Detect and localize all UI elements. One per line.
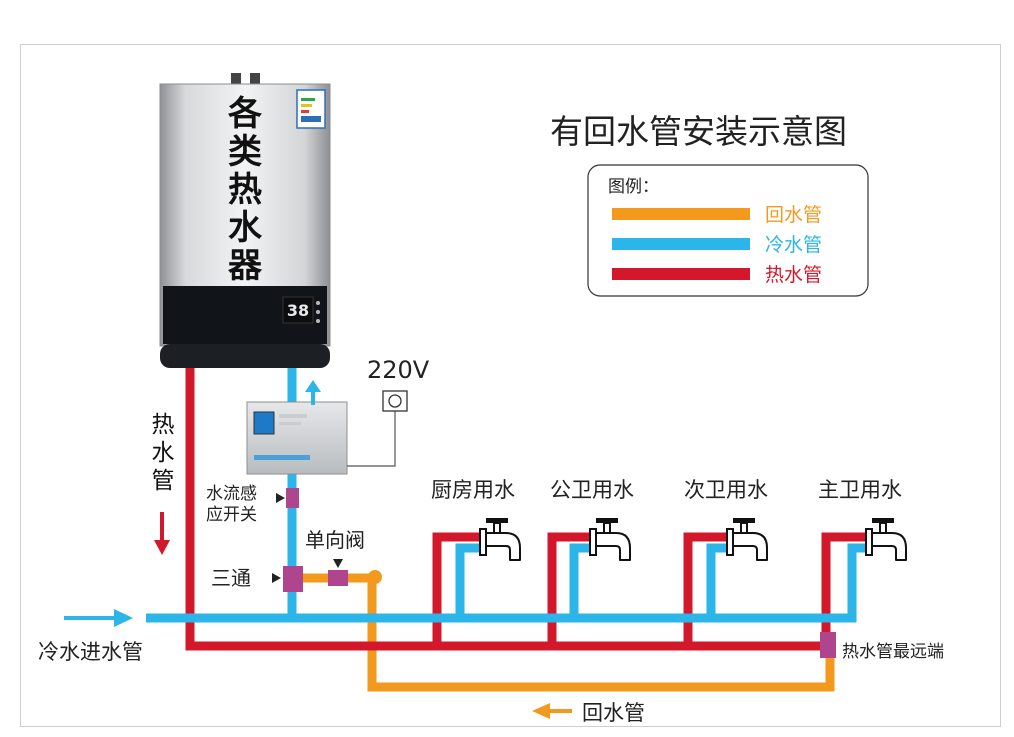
legend-swatch bbox=[612, 268, 750, 280]
flow-switch bbox=[286, 488, 299, 508]
faucet-icon bbox=[479, 518, 521, 561]
cold-branch-public-bath bbox=[569, 543, 592, 618]
tap-label: 厨房用水 bbox=[431, 478, 515, 502]
circulation-pump: 220V bbox=[246, 356, 430, 475]
hot-branch-master-bath bbox=[821, 532, 868, 646]
legend-box bbox=[587, 164, 869, 297]
check-valve-label: 单向阀 bbox=[305, 528, 365, 552]
far-end-fitting bbox=[820, 632, 836, 658]
cold-pipe-main bbox=[146, 543, 868, 623]
flow-switch-label-line: 应开关 bbox=[206, 505, 257, 525]
heater-label-char: 水 bbox=[228, 208, 263, 248]
tee-label: 三通 bbox=[211, 566, 251, 590]
legend-item-label: 冷水管 bbox=[765, 234, 822, 256]
cold-branch-kitchen bbox=[455, 543, 482, 618]
hot-branch-second-bath bbox=[683, 532, 728, 646]
power-socket bbox=[382, 390, 408, 412]
hot-pipe bbox=[185, 366, 868, 651]
faucet-icon bbox=[589, 518, 631, 561]
pointer-arrow-tee bbox=[272, 573, 281, 583]
faucet-icon bbox=[726, 518, 768, 561]
check-valve bbox=[328, 570, 348, 586]
diagram-title: 有回水管安装示意图 bbox=[550, 112, 847, 151]
return-pipe-segment bbox=[302, 573, 835, 692]
return-pipe-label: 回水管 bbox=[582, 701, 645, 725]
up-arrow-icon bbox=[305, 380, 321, 405]
hot-pipe-label-char: 管 bbox=[152, 468, 175, 494]
taps: 厨房用水 公卫用水 次卫用水 主卫用水 bbox=[431, 478, 907, 561]
fittings bbox=[283, 488, 836, 658]
heater-display-value: 38 bbox=[287, 301, 309, 320]
faucet-icon bbox=[865, 518, 907, 561]
flow-arrows bbox=[64, 380, 572, 719]
power-cable bbox=[347, 409, 396, 467]
left-arrow-icon bbox=[532, 703, 572, 719]
tap-label: 公卫用水 bbox=[550, 478, 634, 502]
legend-swatch bbox=[612, 238, 750, 250]
cold-branch-second-bath bbox=[706, 543, 728, 618]
return-pipe bbox=[302, 573, 835, 692]
heater-label-char: 类 bbox=[228, 132, 262, 172]
hot-branch-public-bath bbox=[547, 532, 592, 646]
pointer-arrow-check-valve bbox=[333, 559, 343, 568]
legend-swatch bbox=[612, 208, 750, 220]
hot-pipe-label: 热水管 bbox=[152, 412, 175, 494]
power-label: 220V bbox=[367, 356, 430, 384]
energy-label-sticker bbox=[296, 89, 326, 129]
down-arrow-icon bbox=[154, 512, 170, 555]
hot-branch-kitchen bbox=[432, 532, 482, 646]
heater-label-char: 器 bbox=[228, 246, 263, 286]
right-arrow-icon bbox=[64, 609, 133, 627]
heater-display bbox=[282, 296, 314, 324]
tee-fitting bbox=[283, 566, 303, 592]
hot-pipe-main bbox=[185, 366, 826, 651]
far-end-label: 热水管最远端 bbox=[842, 642, 944, 662]
pointer-arrow-flow-switch bbox=[276, 493, 285, 503]
pump-screen bbox=[253, 411, 275, 435]
legend-item-label: 回水管 bbox=[765, 204, 822, 226]
tap-label: 次卫用水 bbox=[684, 478, 768, 502]
hot-pipe-label-char: 热 bbox=[152, 412, 175, 438]
legend-item-label: 热水管 bbox=[765, 264, 822, 286]
cold-inlet-label: 冷水进水管 bbox=[38, 640, 143, 664]
heater-label-char: 各 bbox=[228, 94, 263, 134]
legend-title: 图例： bbox=[608, 177, 659, 197]
flow-switch-label-line: 水流感 bbox=[206, 484, 257, 504]
tap-label: 主卫用水 bbox=[818, 478, 902, 502]
heater-label-char: 热 bbox=[228, 170, 262, 210]
hot-pipe-label-char: 水 bbox=[152, 440, 175, 466]
return-joint bbox=[368, 570, 382, 584]
